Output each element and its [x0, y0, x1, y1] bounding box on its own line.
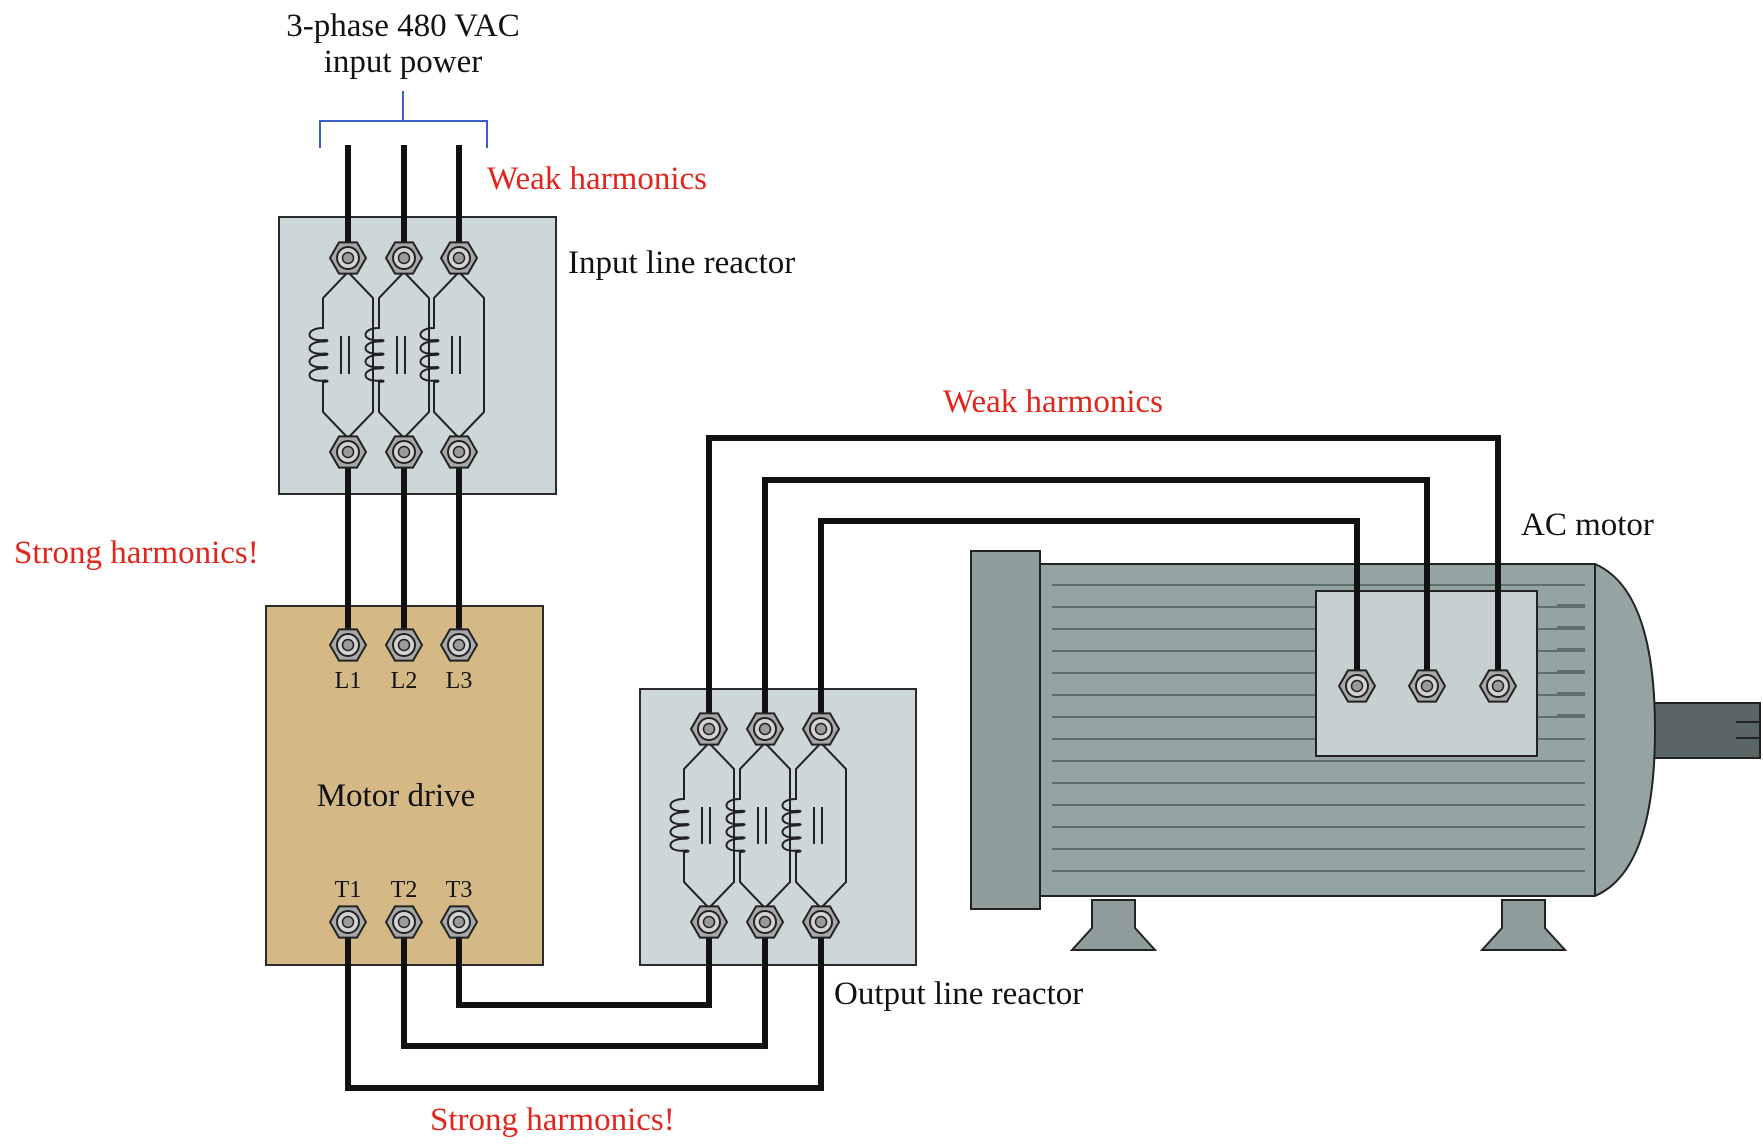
motor-shaft: [1653, 702, 1761, 759]
motor-terminal-3: [1478, 669, 1518, 703]
output-winding-3-coil: [781, 729, 822, 922]
motor-foot-right: [1479, 899, 1568, 951]
terminal-label-l2: L2: [391, 668, 418, 694]
wire-t3-to-output-reactor: [456, 922, 712, 1008]
motor-drive: [265, 605, 544, 966]
output-reactor-top-terminal-2: [745, 712, 785, 746]
input-reactor-windings: [308, 258, 485, 452]
output-winding-3-return: [820, 742, 847, 909]
drive-load-terminal-2: [384, 905, 424, 939]
input-power-label-line2: input power: [324, 44, 483, 80]
output-winding-2-coil: [725, 729, 766, 922]
wire-output-to-motor-middle: [762, 477, 1430, 729]
weak-harmonics-input-label: Weak harmonics: [487, 161, 707, 197]
ac-motor: [970, 550, 1761, 951]
output-reactor-bottom-terminal-1: [689, 905, 729, 939]
motor-terminal-1: [1337, 669, 1377, 703]
input-reactor-load-terminal-1: [328, 435, 368, 469]
weak-harmonics-output-label: Weak harmonics: [943, 384, 1163, 420]
input-winding-3: [419, 258, 485, 452]
input-winding-3-coil: [419, 258, 460, 452]
terminal-label-t3: T3: [446, 877, 473, 903]
input-reactor-line-terminal-3: [439, 241, 479, 275]
strong-harmonics-left-label: Strong harmonics!: [14, 535, 259, 571]
input-reactor-line-terminal-2: [384, 241, 424, 275]
terminal-label-l3: L3: [446, 668, 473, 694]
ac-motor-label: AC motor: [1521, 507, 1654, 543]
output-winding-3: [781, 729, 847, 922]
output-reactor-bottom-terminal-3: [801, 905, 841, 939]
drive-load-terminal-3: [439, 905, 479, 939]
strong-harmonics-bottom-label: Strong harmonics!: [430, 1102, 675, 1138]
output-reactor-windings: [669, 729, 847, 922]
input-reactor-label: Input line reactor: [568, 245, 795, 281]
input-power-label-line1: 3-phase 480 VAC: [286, 8, 519, 44]
output-reactor-bottom-terminal-2: [745, 905, 785, 939]
motor-drive-label: Motor drive: [317, 778, 476, 814]
motor-terminal-2: [1407, 669, 1447, 703]
motor-end-bell: [970, 550, 1041, 910]
output-reactor-top-terminal-3: [801, 712, 841, 746]
input-power-label: 3-phase 480 VAC input power: [286, 8, 519, 80]
drive-line-terminal-3: [439, 628, 479, 662]
wire-output-to-motor-inner: [818, 518, 1360, 729]
terminal-label-t1: T1: [335, 877, 362, 903]
drive-line-terminal-1: [328, 628, 368, 662]
input-reactor-line-terminal-1: [328, 241, 368, 275]
wire-output-to-motor-outer: [706, 435, 1501, 729]
wire-t1-to-output-reactor: [345, 922, 824, 1091]
terminal-label-l1: L1: [335, 668, 362, 694]
input-winding-3-return: [458, 271, 485, 439]
input-winding-2-coil: [364, 258, 405, 452]
input-reactor-load-terminal-3: [439, 435, 479, 469]
drive-load-terminal-1: [328, 905, 368, 939]
terminal-nuts: [328, 241, 1518, 939]
output-reactor-top-terminal-1: [689, 712, 729, 746]
drive-line-terminal-2: [384, 628, 424, 662]
input-reactor-load-terminal-2: [384, 435, 424, 469]
wire-t2-to-output-reactor: [401, 922, 768, 1049]
output-winding-1-coil: [669, 729, 710, 922]
input-power-bracket: [319, 91, 488, 148]
input-winding-1-coil: [308, 258, 349, 452]
motor-foot-left: [1069, 899, 1158, 951]
terminal-label-t2: T2: [391, 877, 418, 903]
wiring: [345, 145, 1501, 1091]
output-reactor-label: Output line reactor: [834, 976, 1083, 1012]
shaft-keyway: [1736, 721, 1761, 739]
